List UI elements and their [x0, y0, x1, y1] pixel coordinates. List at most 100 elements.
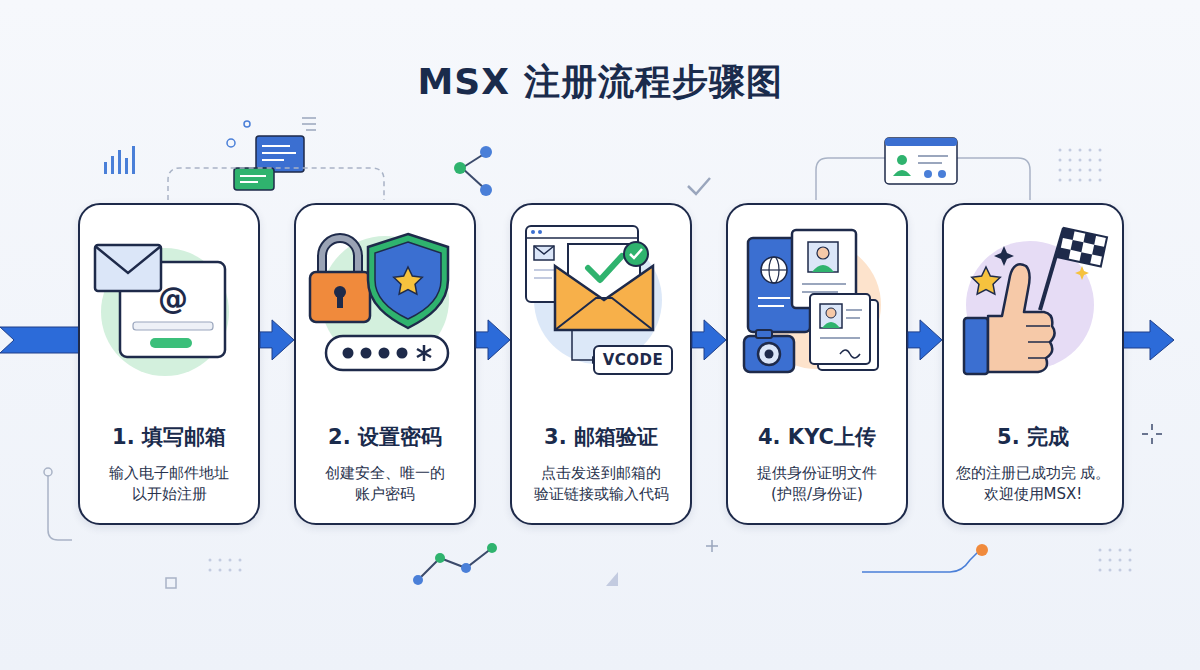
decor-path: [822, 322, 840, 328]
decor-rect: [166, 578, 176, 588]
decor-rect: [534, 246, 554, 260]
decor-circle: [1099, 159, 1102, 162]
decor-circle: [1079, 149, 1082, 152]
decor-g: [758, 298, 790, 306]
decor-path: [375, 242, 441, 319]
decor-circle: [1129, 559, 1132, 562]
decor-line: [1026, 325, 1050, 327]
decor-circle: [413, 575, 423, 585]
decor-path: [630, 249, 642, 258]
decor-circle: [219, 569, 222, 572]
decor-line: [417, 349, 431, 357]
decor-path: [48, 475, 72, 540]
decor-circle: [1119, 559, 1122, 562]
decor-polyline: [95, 246, 161, 273]
step-description: 您的注册已成功完 成。欢迎使用MSX!: [952, 463, 1114, 505]
decor-circle: [209, 559, 212, 562]
decor-circle: [938, 170, 946, 178]
decor-rect: [234, 168, 274, 190]
decor-polygon: [0, 327, 80, 353]
decor-polyline: [534, 246, 554, 254]
decor-circle: [624, 242, 648, 266]
decor-rect: [1083, 233, 1096, 245]
step-card: 1. 填写邮箱输入电子邮件地址 以开始注册: [78, 203, 260, 525]
decor-circle: [454, 162, 466, 174]
decor-rect: [756, 330, 772, 338]
decor-circle: [227, 139, 235, 147]
decor-circle: [1119, 549, 1122, 552]
decor-line: [1142, 433, 1148, 435]
step-description: 输入电子邮件地址 以开始注册: [88, 463, 250, 505]
flow-arrow: [260, 320, 294, 360]
decor-g: [262, 146, 296, 160]
decor-rect: [310, 272, 370, 322]
decor-circle: [826, 308, 836, 318]
diagram-title: MSX 注册流程步骤图: [0, 58, 1200, 107]
decor-path: [322, 238, 358, 274]
decor-g: [1026, 326, 1050, 358]
decor-circle: [1099, 149, 1102, 152]
decor-g: [820, 310, 862, 338]
decor-rect: [111, 156, 114, 174]
decor-path: [555, 266, 653, 330]
decor-path: [168, 168, 384, 200]
decor-line: [758, 297, 790, 299]
decor-line: [240, 175, 266, 177]
decor-circle: [817, 247, 829, 259]
decor-line: [417, 349, 431, 357]
decor-circle: [343, 348, 354, 359]
decor-circle: [1109, 559, 1112, 562]
decor-circle: [379, 348, 390, 359]
decor-circle: [1099, 179, 1102, 182]
decor-line: [802, 283, 846, 285]
flow-arrow: [476, 320, 510, 360]
decor-line: [761, 269, 787, 270]
flow-arrow-shape: [908, 320, 942, 360]
decor-line: [534, 269, 556, 271]
decor-circle: [1089, 169, 1092, 172]
decor-rect: [792, 230, 856, 308]
decor-circle: [1079, 159, 1082, 162]
decor-g: [802, 284, 846, 292]
decor-circle: [239, 559, 242, 562]
decor-g: [1142, 424, 1162, 444]
decor-circle: [321, 236, 449, 364]
decor-line: [1156, 433, 1162, 435]
decor-line: [846, 317, 860, 319]
decor-rect: [820, 304, 842, 328]
decor-rect: [748, 238, 810, 332]
decor-circle: [1059, 159, 1062, 162]
step-card: 2. 设置密码创建安全、唯一的 账户密码: [294, 203, 476, 525]
decor-g: [534, 270, 556, 278]
decor-circle: [1069, 159, 1072, 162]
decor-g: [918, 156, 948, 163]
decor-line: [302, 117, 316, 119]
decor-rect: [1092, 245, 1105, 257]
flow-arrow: [908, 320, 942, 360]
decor-g: [417, 345, 431, 361]
decor-rect: [1058, 228, 1107, 266]
decor-circle: [397, 348, 408, 359]
decor-circle: [1059, 179, 1062, 182]
decor-circle: [924, 170, 932, 178]
decor-circle: [1129, 549, 1132, 552]
decor-rect: [885, 138, 957, 184]
step-card: 4. KYC上传提供身份证明文件 (护照/身份证): [726, 203, 908, 525]
decor-path: [994, 246, 1014, 266]
decor-path: [606, 572, 618, 586]
decor-line: [306, 129, 316, 131]
decor-circle: [361, 348, 372, 359]
decor-circle: [334, 286, 346, 298]
decor-circle: [244, 121, 250, 127]
step-card: 5. 完成您的注册已成功完 成。欢迎使用MSX!: [942, 203, 1124, 525]
decor-path: [840, 350, 860, 358]
decor-circle: [1089, 159, 1092, 162]
decor-rect: [125, 158, 128, 174]
decor-rect: [104, 162, 107, 174]
decor-circle: [531, 230, 535, 234]
decor-circle: [1069, 179, 1072, 182]
decor-circle: [966, 241, 1094, 369]
decor-line: [262, 145, 290, 147]
decor-polygon: [394, 267, 423, 294]
decor-rect: [885, 138, 957, 146]
